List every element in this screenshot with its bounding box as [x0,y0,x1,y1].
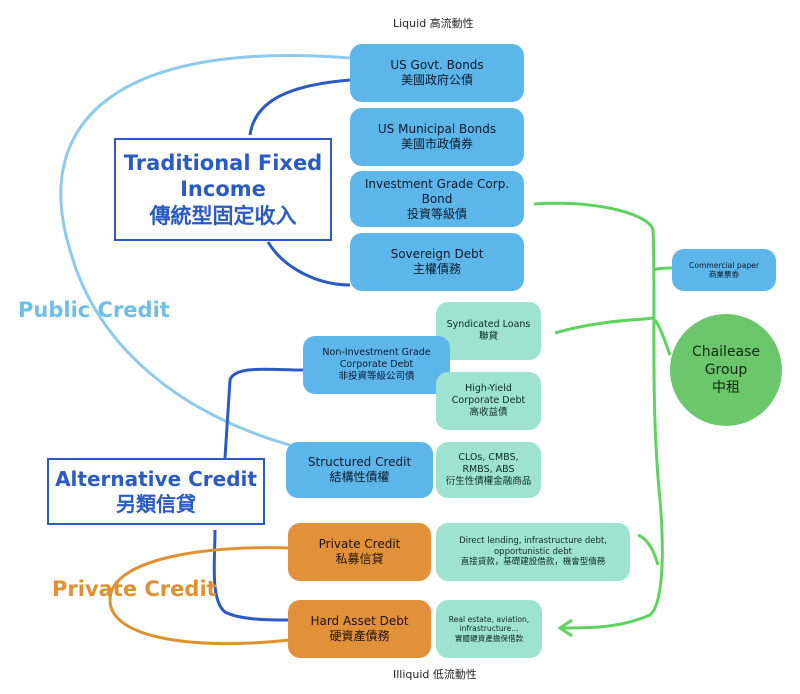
node-hard-asset-zh: 硬資產債務 [329,629,390,643]
node-ig-corp-en2: Bond [421,191,453,206]
alternative-credit-label: Alternative Credit 另類信貸 [47,458,265,525]
node-real-estate-en1: Real estate, aviation, [448,614,530,624]
green-branch-syndicated [554,316,654,335]
chailease-line1: Chailease [691,343,761,360]
node-commercial-paper[interactable]: Commercial paper 商業票券 [672,249,776,291]
illiquid-label: Illiquid 低流動性 [393,668,477,681]
node-high-yield-zh: 高收益債 [469,406,508,418]
public-credit-arc [59,53,351,447]
node-structured-en: Structured Credit [307,455,412,469]
traditional-brace-top [248,78,351,136]
green-branch-commercial [652,266,673,272]
node-hard-asset-debt[interactable]: Hard Asset Debt 硬資產債務 [288,600,431,658]
node-syndicated-en: Syndicated Loans [446,319,531,331]
public-credit-label: Public Credit [18,298,170,322]
private-credit-arc [108,546,291,646]
node-non-ig-zh: 非投資等級公司債 [338,370,415,382]
traditional-zh: 傳統型固定收入 [149,203,297,228]
node-syndicated-loans[interactable]: Syndicated Loans 聯貸 [436,302,541,360]
green-branch-chailease [653,319,672,356]
node-clos-en1: CLOs, CMBS, [458,452,519,464]
node-direct-lending-en1: Direct lending, infrastructure debt, [459,536,607,547]
traditional-brace-bottom [266,241,351,287]
node-direct-lending-en2: opportunistic debt [493,546,572,557]
private-credit-label: Private Credit [52,577,217,601]
node-clos-en2: RMBS, ABS [462,464,515,476]
node-clos-zh: 衍生性債權金融商品 [445,475,532,487]
node-private-credit-en: Private Credit [318,537,401,551]
node-sovereign-debt[interactable]: Sovereign Debt 主權債務 [350,233,524,291]
node-real-estate[interactable]: Real estate, aviation, infrastructure...… [436,600,542,658]
chailease-zh: 中租 [712,380,740,397]
node-us-govt-bonds[interactable]: US Govt. Bonds 美國政府公債 [350,44,524,102]
node-us-municipal-bonds[interactable]: US Municipal Bonds 美國市政債券 [350,108,524,166]
traditional-en-line1: Traditional Fixed [123,151,323,176]
node-structured-credit[interactable]: Structured Credit 結構性債權 [286,442,433,498]
traditional-en-line2: Income [180,177,266,202]
node-direct-lending-zh: 直接貸款，基礎建設借款，機會型債務 [460,557,606,568]
chailease-line2: Group [704,361,748,378]
node-ig-corp-zh: 投資等級債 [406,206,467,221]
node-us-municipal-bonds-en: US Municipal Bonds [377,122,497,136]
green-trunk [533,201,664,630]
node-private-credit-zh: 私募信貸 [335,552,384,566]
chailease-group-circle[interactable]: Chailease Group 中租 [670,314,782,426]
green-arrow-head [557,618,573,638]
node-us-govt-bonds-en: US Govt. Bonds [390,58,484,72]
node-high-yield-en2: Corporate Debt [451,395,526,407]
liquid-label: Liquid 高流動性 [393,17,474,30]
node-real-estate-zh: 實體硬資產擔保借款 [454,633,524,643]
alternative-en: Alternative Credit [55,466,257,491]
node-real-estate-en2: infrastructure... [459,624,519,634]
node-commercial-paper-en: Commercial paper [689,260,759,270]
node-us-municipal-bonds-zh: 美國市政債券 [400,137,473,151]
node-commercial-paper-zh: 商業票券 [708,270,740,279]
node-us-govt-bonds-zh: 美國政府公債 [400,73,473,87]
node-high-yield[interactable]: High-Yield Corporate Debt 高收益債 [436,372,541,430]
alternative-bracket-bottom [212,529,289,622]
node-direct-lending[interactable]: Direct lending, infrastructure debt, opp… [436,523,630,581]
node-private-credit[interactable]: Private Credit 私募信貸 [288,523,431,581]
node-syndicated-zh: 聯貸 [478,331,498,342]
node-clos-cmbs[interactable]: CLOs, CMBS, RMBS, ABS 衍生性債權金融商品 [436,442,541,498]
node-ig-corp-en1: Investment Grade Corp. [364,176,510,191]
node-non-investment-grade[interactable]: Non-Investment Grade Corporate Debt 非投資等… [303,336,450,394]
green-branch-direct [637,533,660,566]
node-structured-zh: 結構性債權 [329,470,390,484]
node-non-ig-en1: Non-Investment Grade [322,347,431,359]
node-non-ig-en2: Corporate Debt [339,359,414,371]
node-sovereign-debt-en: Sovereign Debt [390,247,484,261]
node-high-yield-en1: High-Yield [465,383,512,395]
node-investment-grade-corp-bond[interactable]: Investment Grade Corp. Bond 投資等級債 [350,171,524,227]
alternative-zh: 另類信貸 [116,491,196,516]
alternative-bracket-top [223,367,304,459]
node-sovereign-debt-zh: 主權債務 [412,262,461,276]
traditional-fixed-income-label: Traditional Fixed Income 傳統型固定收入 [114,138,332,241]
node-hard-asset-en: Hard Asset Debt [310,614,409,628]
